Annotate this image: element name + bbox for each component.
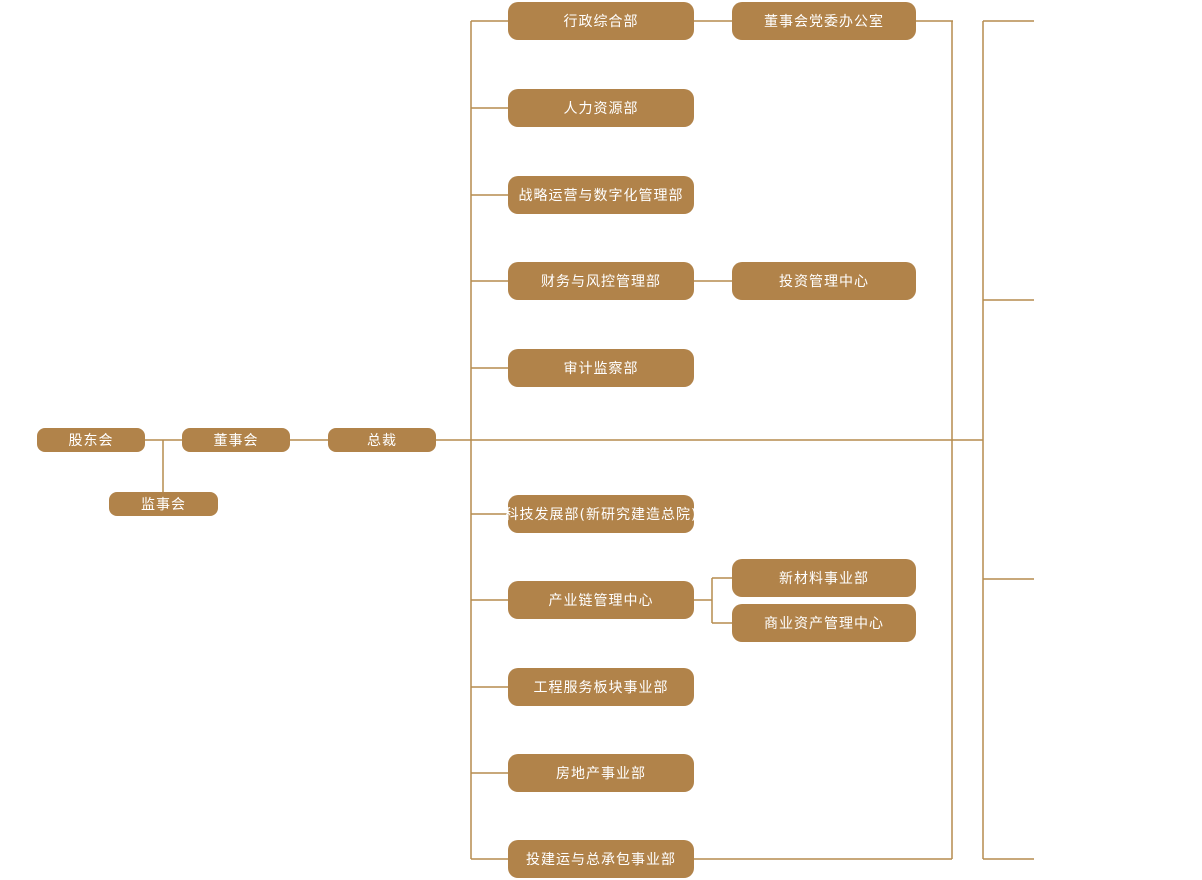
node-shareholders-meeting: 股东会: [37, 428, 145, 452]
node-strategy-digital-dept: 战略运营与数字化管理部: [508, 176, 694, 214]
node-president: 总裁: [328, 428, 436, 452]
node-tech-development-dept: 科技发展部(新研究建造总院): [505, 495, 696, 533]
node-admin-general-dept: 行政综合部: [508, 2, 694, 40]
node-engineering-services-division: 工程服务板块事业部: [508, 668, 694, 706]
node-commercial-assets-center: 商业资产管理中心: [732, 604, 916, 642]
node-new-materials-division: 新材料事业部: [732, 559, 916, 597]
node-industry-chain-center: 产业链管理中心: [508, 581, 694, 619]
node-board-of-directors: 董事会: [182, 428, 290, 452]
node-real-estate-division: 房地产事业部: [508, 754, 694, 792]
node-investment-management-center: 投资管理中心: [732, 262, 916, 300]
node-audit-supervision-dept: 审计监察部: [508, 349, 694, 387]
node-finance-risk-dept: 财务与风控管理部: [508, 262, 694, 300]
node-hr-dept: 人力资源部: [508, 89, 694, 127]
node-board-party-office: 董事会党委办公室: [732, 2, 916, 40]
node-supervisory-board: 监事会: [109, 492, 218, 516]
node-investment-construction-epc-division: 投建运与总承包事业部: [508, 840, 694, 878]
